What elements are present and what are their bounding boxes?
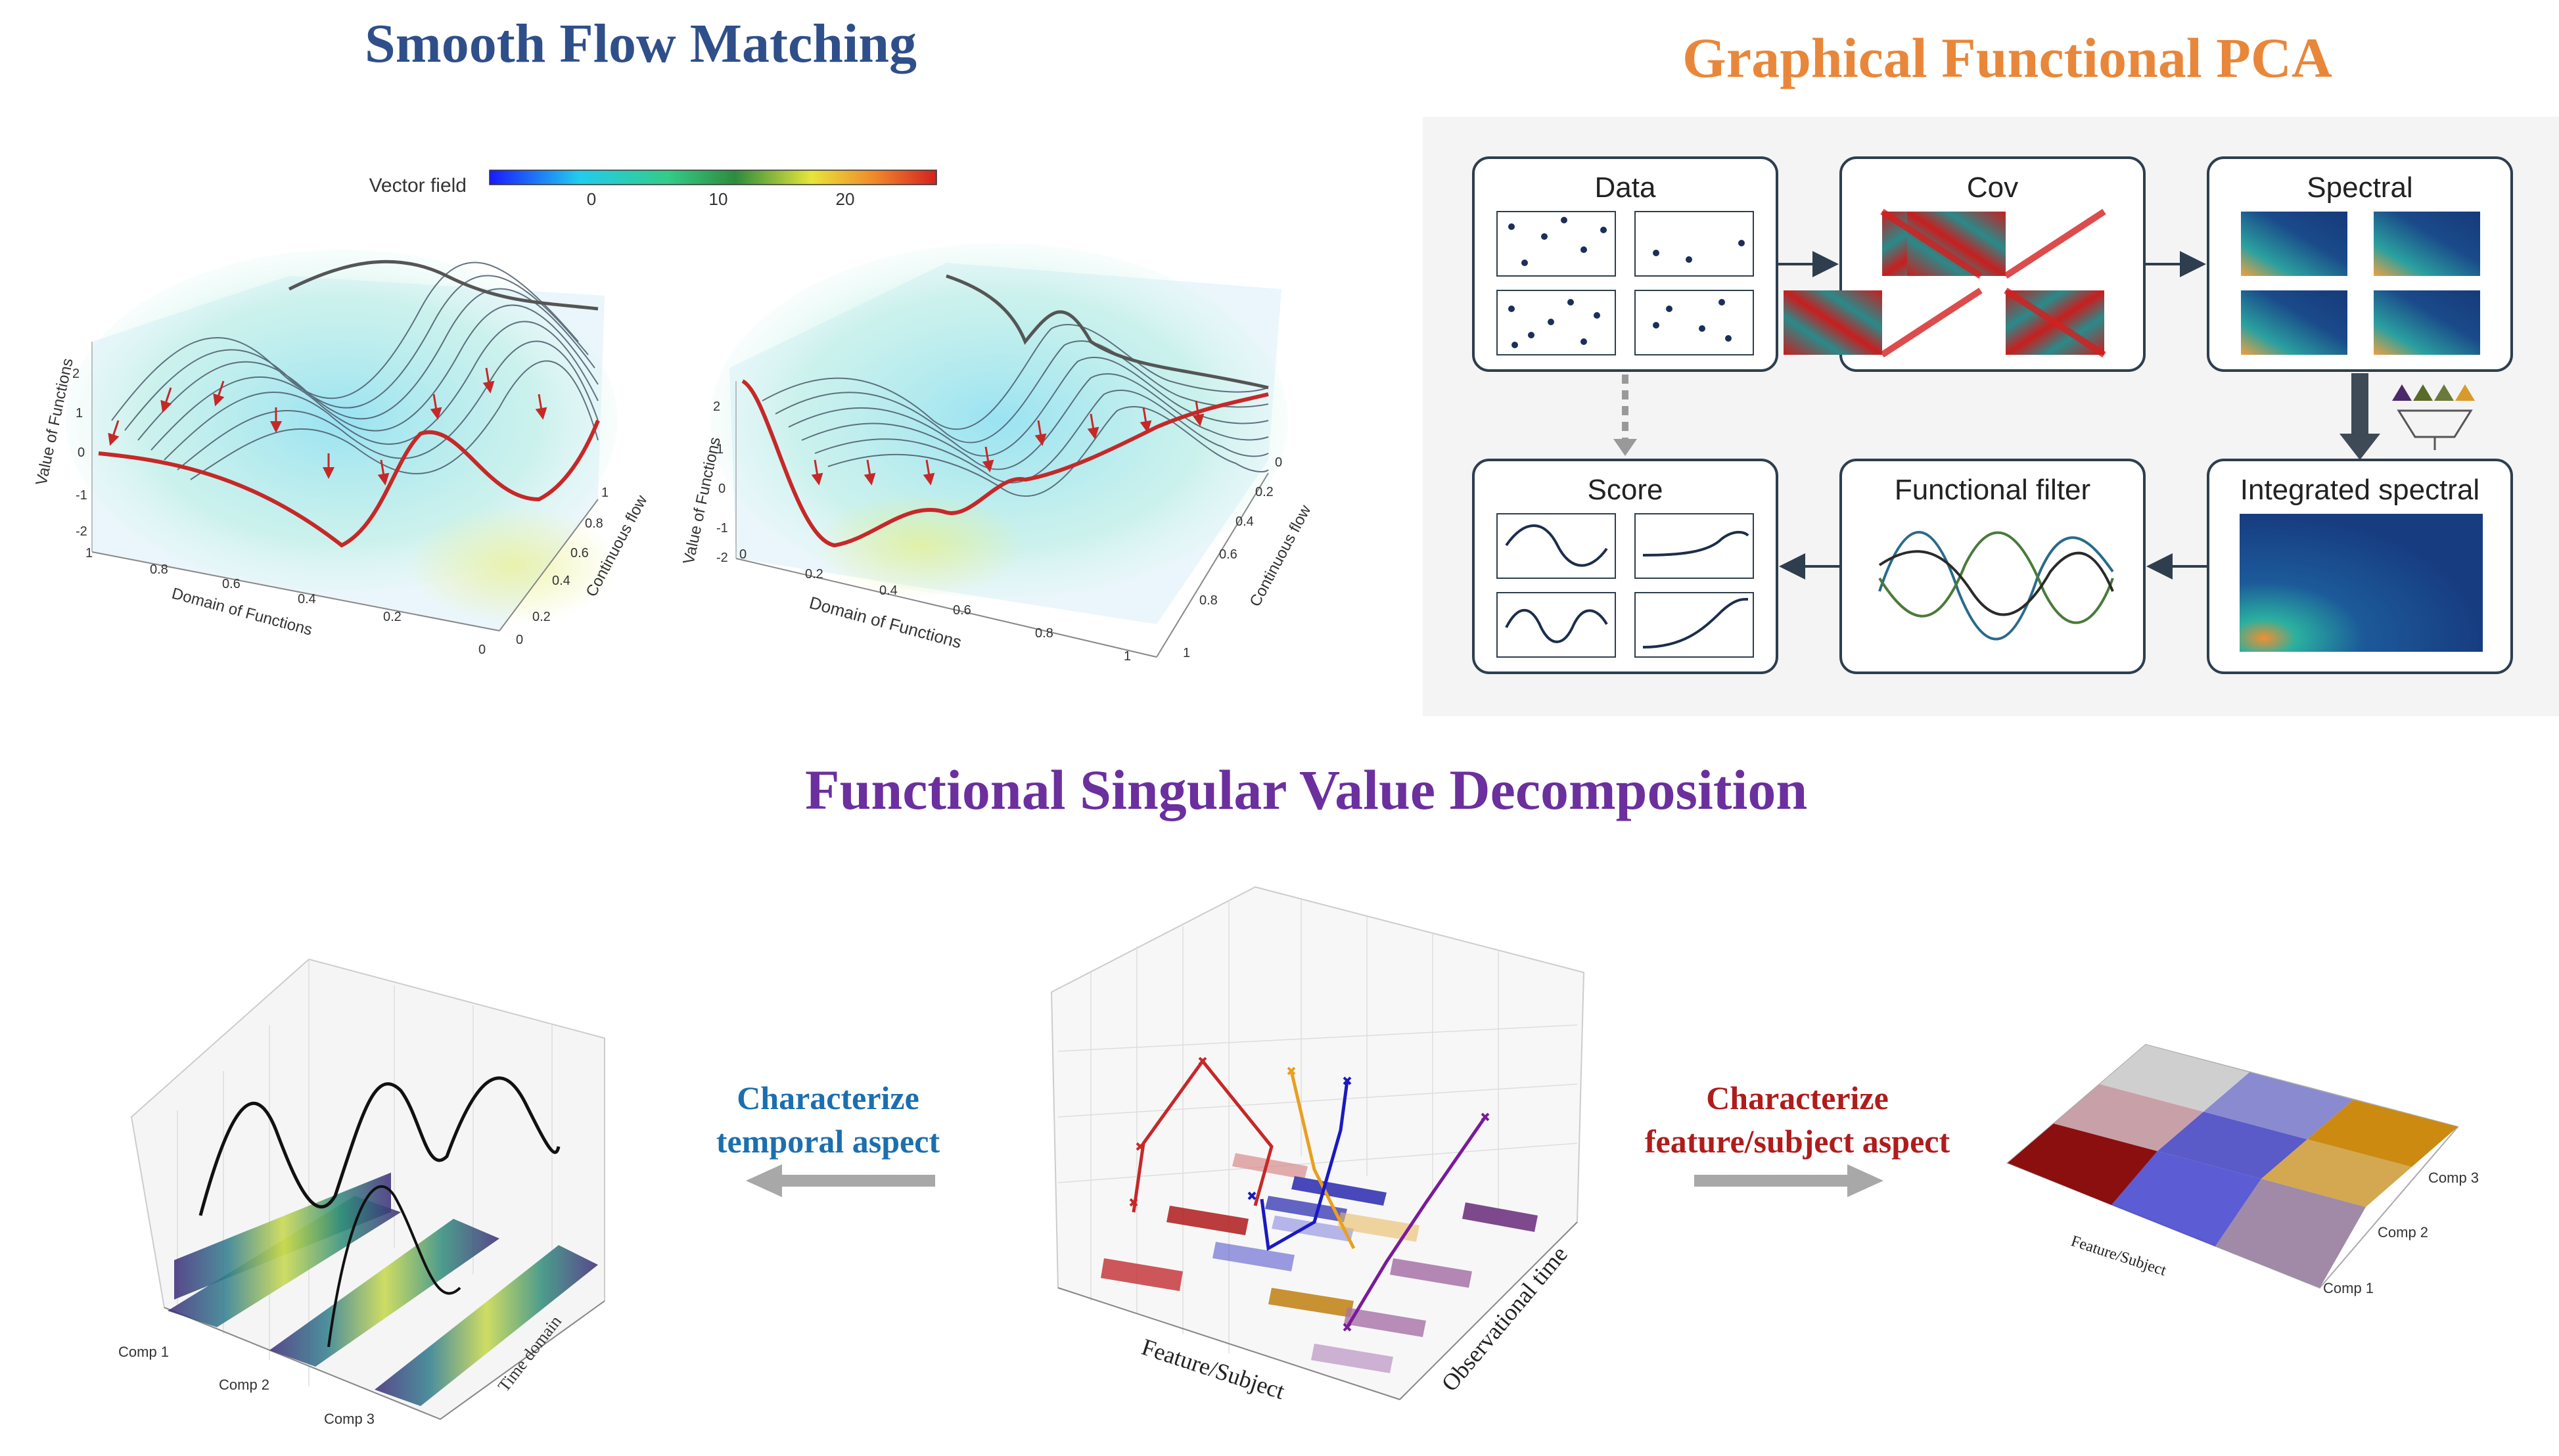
colorbar-tick: 20 bbox=[836, 189, 855, 209]
y-tick: 0.6 bbox=[570, 546, 589, 560]
temporal-aspect-arrow bbox=[746, 1164, 935, 1197]
x-tick: 1 bbox=[1124, 649, 1131, 664]
gfpca-data-box: Data bbox=[1472, 156, 1778, 372]
y-tick: 0.4 bbox=[552, 574, 570, 588]
sfm-right-ylabel: Continuous flow bbox=[1246, 502, 1314, 610]
y-tick: 1 bbox=[1183, 646, 1190, 660]
gfpca-spectral-box: Spectral bbox=[2207, 156, 2513, 372]
box-title-spectral: Spectral bbox=[2307, 171, 2412, 204]
feature-subject-label-right: Feature/Subject bbox=[2069, 1233, 2169, 1279]
fsvd-title: Functional Singular Value Decomposition bbox=[805, 758, 1808, 821]
feature-label-line2: feature/subject aspect bbox=[1644, 1123, 1950, 1160]
gfpca-integrated-spectral-box: Integrated spectral bbox=[2207, 459, 2513, 674]
z-tick: 1 bbox=[716, 442, 724, 457]
comp-label: Comp 2 bbox=[2378, 1224, 2428, 1240]
feature-label-line1: Characterize bbox=[1706, 1080, 1889, 1116]
temporal-aspect-label: Characterize temporal aspect bbox=[677, 1076, 979, 1163]
box-title-integrated-spectral: Integrated spectral bbox=[2240, 474, 2479, 506]
feature-aspect-arrow bbox=[1694, 1164, 1883, 1197]
filter-bank-icon bbox=[2392, 384, 2475, 450]
y-tick: 1 bbox=[601, 486, 609, 500]
y-tick: 0.2 bbox=[1255, 485, 1274, 499]
gfpca-functional-filter-box: Functional filter bbox=[1839, 459, 2146, 674]
comp-label: Comp 1 bbox=[118, 1344, 169, 1360]
y-tick: 0.8 bbox=[1199, 593, 1218, 608]
y-tick: 0 bbox=[1275, 455, 1282, 470]
comp-label: Comp 1 bbox=[2323, 1280, 2374, 1296]
graphical-fpca-title: Graphical Functional PCA bbox=[1682, 26, 2333, 89]
colorbar-label: Vector field bbox=[369, 175, 467, 196]
sfm-right-plot: Value of Functions 2 1 0 -1 -2 Domain of… bbox=[680, 243, 1315, 664]
box-title-cov: Cov bbox=[1967, 171, 2018, 204]
z-tick: 0 bbox=[718, 482, 726, 496]
z-tick: -2 bbox=[716, 551, 728, 565]
z-tick: -1 bbox=[76, 488, 87, 503]
x-tick: 0 bbox=[739, 547, 747, 562]
fsvd-left-plot: Comp 1 Comp 2 Comp 3 Time domain bbox=[118, 958, 605, 1427]
box-title-data: Data bbox=[1595, 171, 1656, 204]
gfpca-cov-box: Cov bbox=[1784, 156, 2146, 372]
feature-aspect-label: Characterize feature/subject aspect bbox=[1603, 1076, 1991, 1163]
x-tick: 0.6 bbox=[222, 577, 241, 591]
x-tick: 1 bbox=[85, 546, 93, 560]
comp-label: Comp 3 bbox=[2428, 1170, 2479, 1186]
y-tick: 0.2 bbox=[532, 610, 551, 624]
z-tick: 1 bbox=[76, 406, 83, 421]
gfpca-diagram: Data Cov bbox=[1472, 156, 2513, 674]
y-tick: 0.4 bbox=[1235, 514, 1254, 529]
y-tick: 0.8 bbox=[585, 516, 603, 531]
z-tick: 0 bbox=[78, 445, 85, 460]
gfpca-score-box: Score bbox=[1472, 459, 1778, 674]
fsvd-center-plot: Feature/Subject Observational time bbox=[1050, 886, 1585, 1404]
fsvd-right-plot: Feature/Subject Comp 1 Comp 2 Comp 3 bbox=[2006, 1043, 2479, 1296]
x-tick: 0.2 bbox=[805, 567, 823, 581]
z-tick: -2 bbox=[76, 524, 87, 539]
heatmap-cells bbox=[2008, 1045, 2458, 1288]
x-tick: 0.6 bbox=[953, 603, 971, 618]
sfm-right-xlabel: Domain of Functions bbox=[807, 593, 963, 652]
z-tick: 2 bbox=[72, 367, 80, 381]
comp-label: Comp 3 bbox=[324, 1411, 375, 1427]
z-tick: -1 bbox=[716, 521, 728, 535]
x-tick: 0.4 bbox=[879, 583, 898, 598]
x-tick: 0 bbox=[478, 643, 486, 657]
z-tick: 2 bbox=[713, 399, 720, 414]
x-tick: 0.4 bbox=[298, 592, 316, 606]
temporal-label-line1: Characterize bbox=[737, 1080, 919, 1116]
sfm-left-plot: Value of Functions 2 1 0 -1 -2 Domain of… bbox=[32, 250, 651, 657]
colorbar-tick: 0 bbox=[587, 189, 596, 209]
y-tick: 0.6 bbox=[1219, 547, 1237, 562]
sfm-left-xlabel: Domain of Functions bbox=[170, 585, 314, 639]
temporal-label-line2: temporal aspect bbox=[716, 1123, 940, 1160]
box-title-functional-filter: Functional filter bbox=[1895, 474, 2090, 506]
x-tick: 0.2 bbox=[383, 610, 402, 624]
comp-label: Comp 2 bbox=[219, 1376, 269, 1393]
box-title-score: Score bbox=[1588, 474, 1663, 506]
sfm-colorbar: Vector field 0 10 20 bbox=[369, 170, 937, 209]
colorbar-tick: 10 bbox=[709, 189, 728, 209]
y-tick: 0 bbox=[516, 633, 523, 647]
x-tick: 0.8 bbox=[1035, 626, 1053, 641]
smooth-flow-matching-title: Smooth Flow Matching bbox=[365, 13, 917, 74]
x-tick: 0.8 bbox=[150, 562, 168, 577]
